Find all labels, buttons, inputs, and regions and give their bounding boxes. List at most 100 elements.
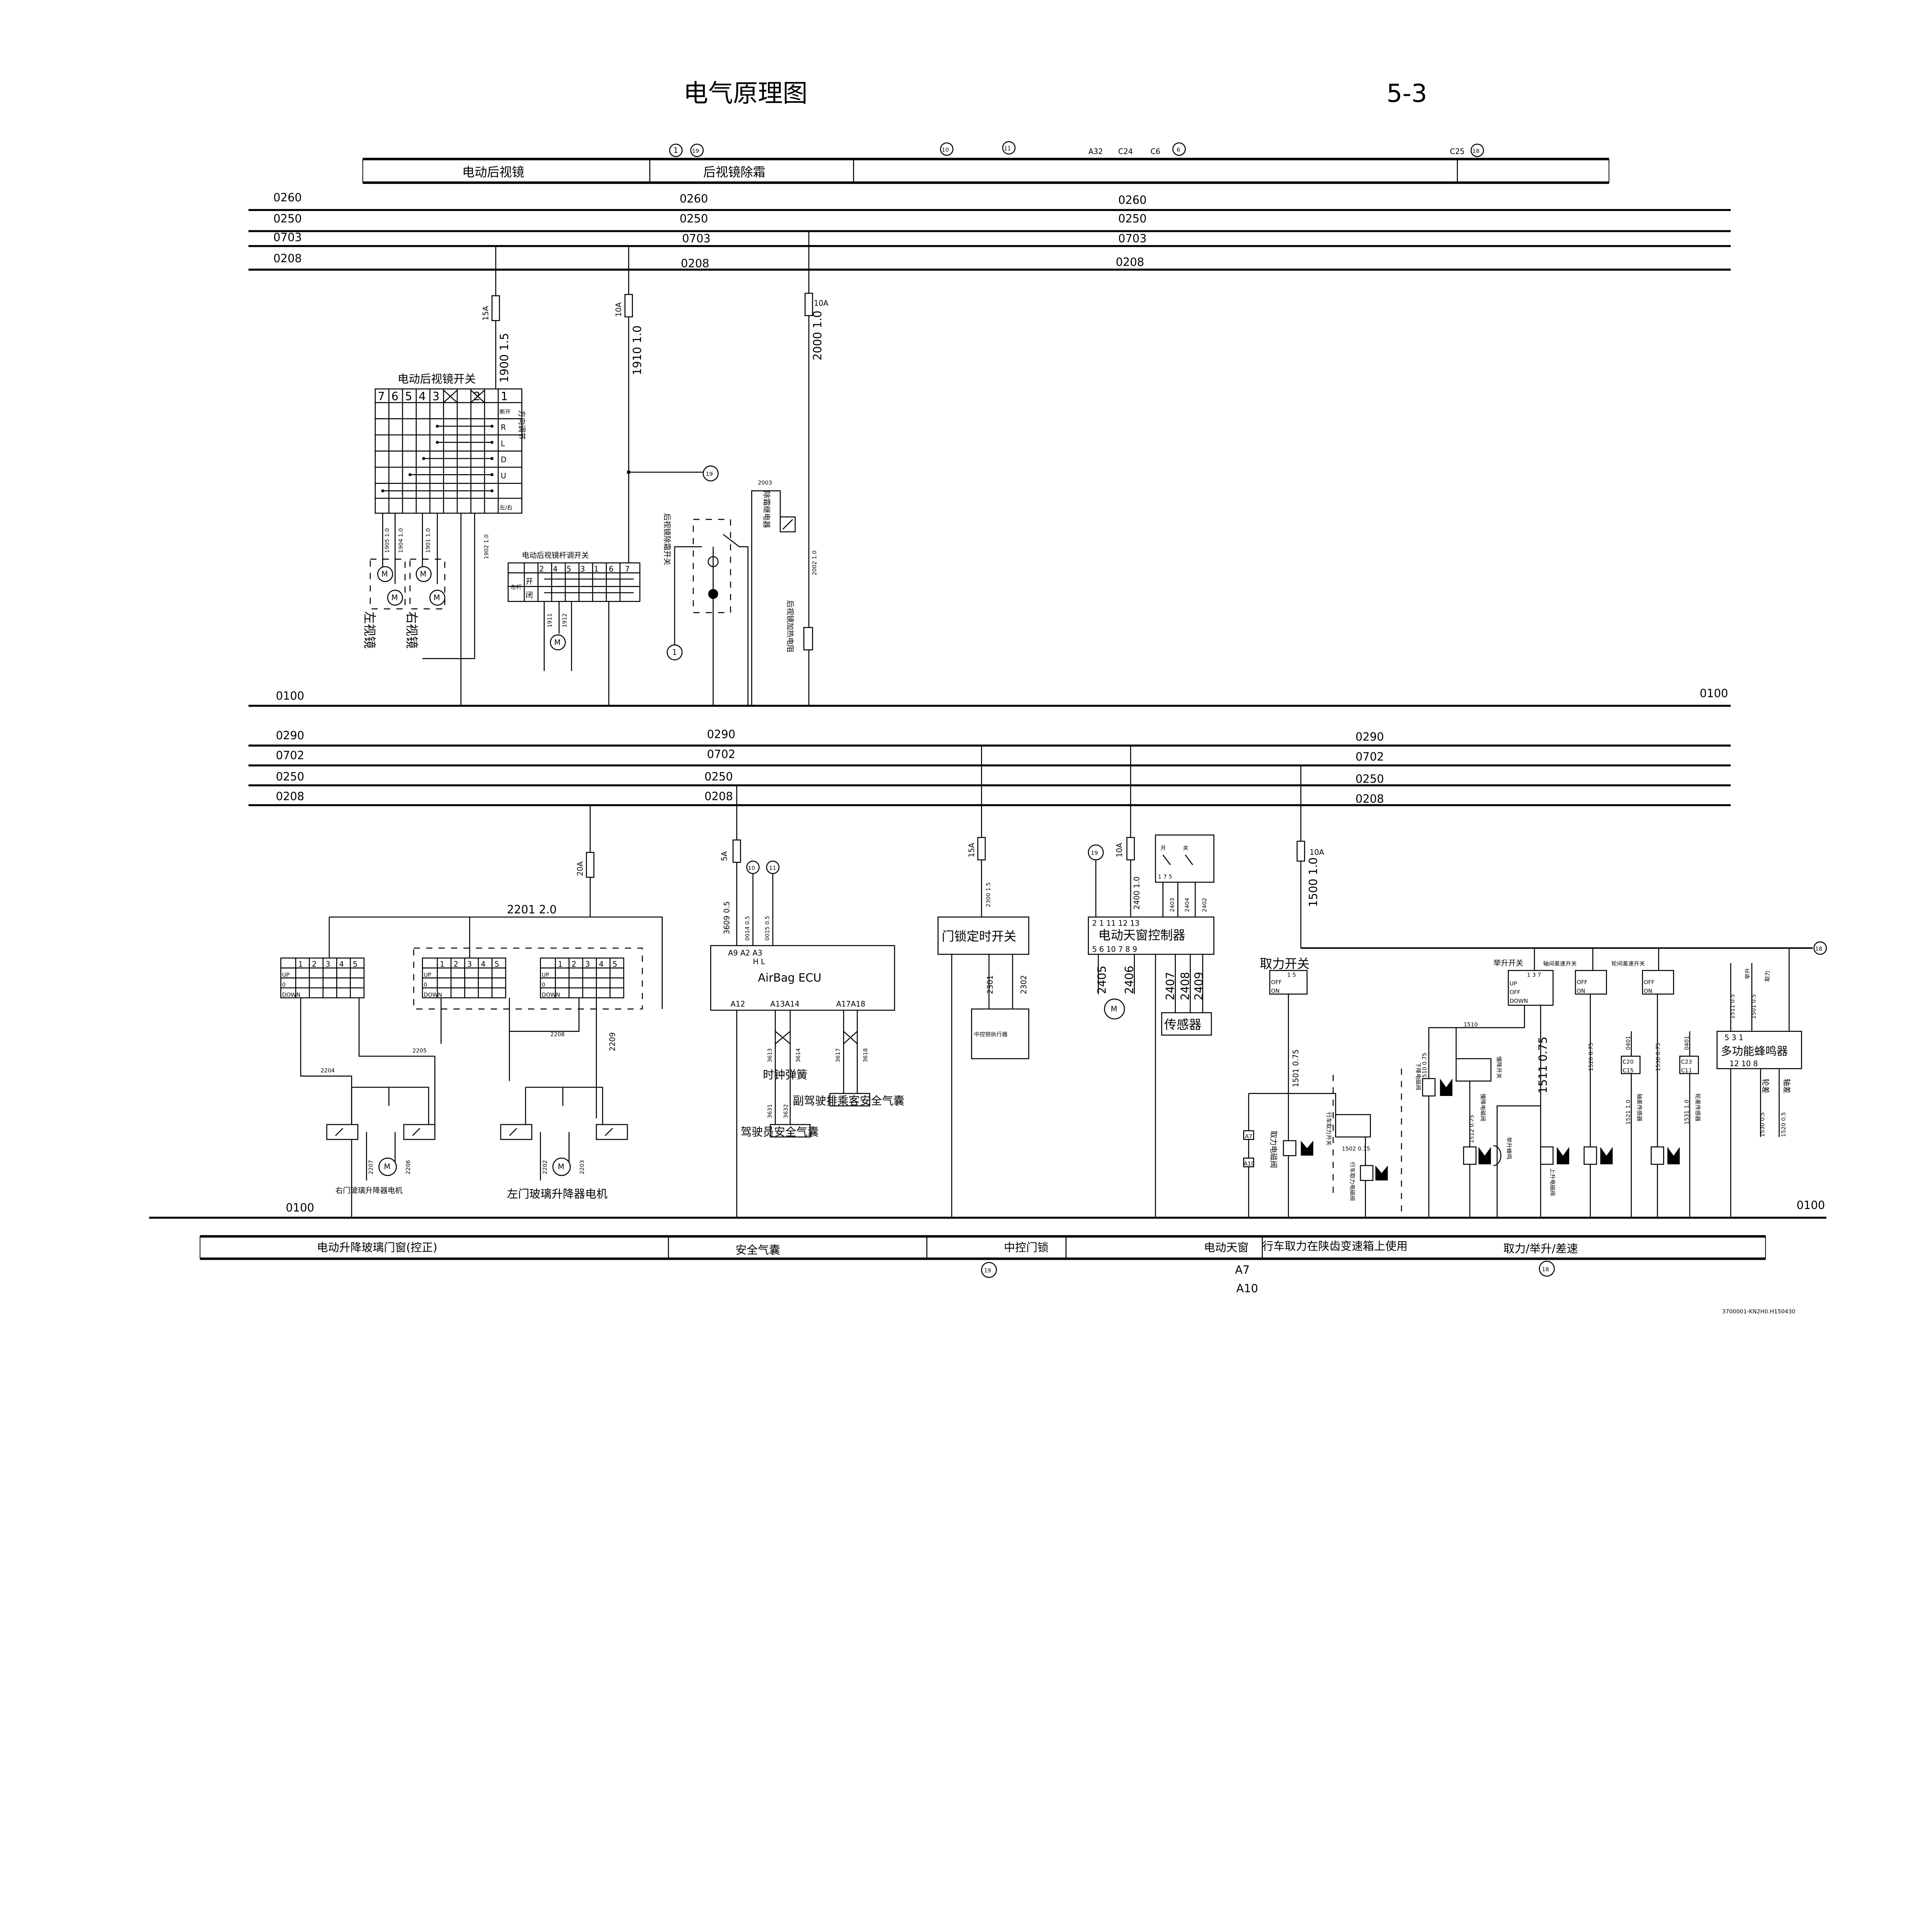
- ref-a32: A32: [1088, 147, 1103, 156]
- wire-label: 2404: [1184, 898, 1190, 912]
- clock-spring-label: 时钟弹簧: [763, 1068, 808, 1081]
- wire-label: 1900 1.5: [498, 333, 511, 383]
- bus-label: 0260: [1118, 193, 1147, 206]
- passenger-airbag-label: 副驾驶排乘客安全气囊: [793, 1094, 904, 1108]
- bus-label: 0703: [273, 231, 302, 244]
- motor-label: M: [1111, 1004, 1117, 1013]
- ref-18: 18: [1815, 946, 1822, 952]
- row-label: 开: [526, 577, 533, 586]
- wire-label: 3618: [862, 1048, 869, 1062]
- mirror-rod-switch-circuit: 10A 1910 1.0 电动后视镜杆调开关 2 4 5 3 1 6 7 开 闭…: [507, 246, 703, 706]
- sunroof-circuit: 10A 2400 1.0 19 开 关 1 7 5 2403 2404 2402…: [1088, 745, 1214, 1218]
- sensor-label: 传感器: [1164, 1017, 1201, 1032]
- pto-valve-label: 取力电磁阀: [1269, 1131, 1278, 1168]
- wire-label: 2409: [1192, 972, 1206, 1001]
- pto-switch: [1269, 970, 1308, 995]
- motor-label: M: [384, 1162, 391, 1171]
- wire-label: 2301: [986, 975, 995, 994]
- lamp-icon: [707, 556, 719, 567]
- pin: 5: [353, 960, 357, 969]
- wire-label: 3613: [767, 1048, 773, 1062]
- row-label: 0: [542, 982, 545, 988]
- bus-label: 0290: [707, 728, 736, 741]
- solenoid-valve-icon: [1422, 1078, 1436, 1097]
- slow-switch-label: 慢降开关: [1496, 1056, 1502, 1079]
- pin: 2: [539, 565, 544, 573]
- section-lock: 中控门锁: [1004, 1241, 1049, 1254]
- wire-label: 2000 1.0: [811, 311, 824, 361]
- row-label: UP: [1510, 981, 1517, 987]
- row-label: DOWN: [542, 992, 560, 998]
- solenoid-valve-icon: [1583, 1146, 1597, 1165]
- motor-label: M: [381, 570, 388, 579]
- wire-label: 2302: [1019, 975, 1028, 994]
- drive-valve-label: 行车取力电磁阀: [1349, 1162, 1355, 1201]
- motor-icon: [1104, 998, 1125, 1019]
- switch-label: 关: [1183, 845, 1188, 851]
- row-label: UP: [423, 972, 431, 978]
- pin: 3: [580, 565, 585, 573]
- motor-label: M: [554, 638, 561, 647]
- driver-airbag-label: 驾驶员安全气囊: [740, 1125, 818, 1138]
- side-label: 左杆: [511, 584, 522, 590]
- connector-c11: C11: [1681, 1068, 1692, 1074]
- connector-c20-c15: [1621, 1055, 1641, 1074]
- buzzer-pins-top: 5 3 1: [1725, 1033, 1743, 1042]
- slow-valve-label: 慢降电磁阀: [1480, 1094, 1486, 1121]
- solenoid-valve-icon: [1463, 1146, 1477, 1165]
- pin: 4: [481, 960, 485, 969]
- ground-label: 0100: [1796, 1199, 1825, 1212]
- row-label: DOWN: [1510, 998, 1528, 1004]
- multifunction-buzzer-box: [1716, 1031, 1802, 1069]
- row-label: D: [501, 455, 507, 464]
- wire-label: 1510 0.75: [1422, 1053, 1428, 1081]
- pin: 1: [558, 960, 563, 969]
- pin: 2: [454, 960, 458, 969]
- motor-icon: [552, 1157, 571, 1176]
- mirror-switch-title: 电动后视镜开关: [398, 372, 476, 385]
- wire-label: 2002 1.0: [812, 550, 818, 575]
- fuse-icon: [1126, 837, 1135, 861]
- fuse-rating: 10A: [1115, 842, 1124, 858]
- wire-label: 1501 0.75: [1291, 1049, 1300, 1087]
- ref-c6: C6: [1150, 147, 1160, 156]
- wire-label: 1500 1.0: [1306, 857, 1320, 907]
- right-mirror-label: 右视镜: [405, 611, 419, 648]
- window-switch-right: 1 2 3 4 5 UP 0 DOWN: [540, 957, 624, 999]
- row-label: DOWN: [423, 992, 442, 998]
- sunroof-controller-box: [1088, 916, 1214, 955]
- ref-a7: A7: [1235, 1263, 1250, 1276]
- ecu-label: AirBag ECU: [758, 971, 821, 984]
- ground-label: 0100: [276, 689, 304, 702]
- wire-label: 1902 1.0: [484, 534, 490, 559]
- pins: 1 5: [1287, 972, 1296, 978]
- wire-label: 3631: [767, 1104, 773, 1118]
- lift-switch: [1508, 970, 1554, 1006]
- connector-c23: C23: [1681, 1059, 1692, 1065]
- bus-label: 0208: [276, 790, 304, 803]
- wire-label: 1511 0.75: [1536, 1036, 1549, 1093]
- motor-icon: [377, 566, 393, 582]
- axle-sensor-label: 轴差传感器: [1636, 1094, 1643, 1122]
- wire-label: 0401: [1626, 1036, 1632, 1050]
- pin: 7: [378, 390, 384, 403]
- valve-icon: [1556, 1147, 1570, 1164]
- pin: 1: [440, 960, 444, 969]
- buzzer-input-label: 轮差: [1761, 1079, 1770, 1094]
- axle-diff-switch: [1575, 970, 1607, 995]
- driver-airbag-icon: [770, 1124, 811, 1138]
- ecu-hl: H L: [753, 957, 765, 966]
- wire-label: 1510: [1464, 1022, 1478, 1028]
- buzzer-input-label: 举升: [1744, 968, 1751, 979]
- wire-label: 2003: [758, 480, 772, 486]
- motor-icon: [378, 1157, 397, 1176]
- wire-label: 2205: [413, 1048, 427, 1054]
- section-pto: 取力/举升/差速: [1503, 1242, 1578, 1255]
- wire-label: 0015 0.5: [764, 916, 770, 941]
- pin: 7: [625, 565, 629, 573]
- top-header: 电动后视镜 后视镜除霜: [362, 158, 1609, 184]
- lock-actuator-box: [971, 1008, 1029, 1059]
- wire-label: 2400 1.0: [1133, 876, 1141, 910]
- motor-icon: [415, 566, 432, 582]
- bus-label: 0702: [707, 747, 736, 761]
